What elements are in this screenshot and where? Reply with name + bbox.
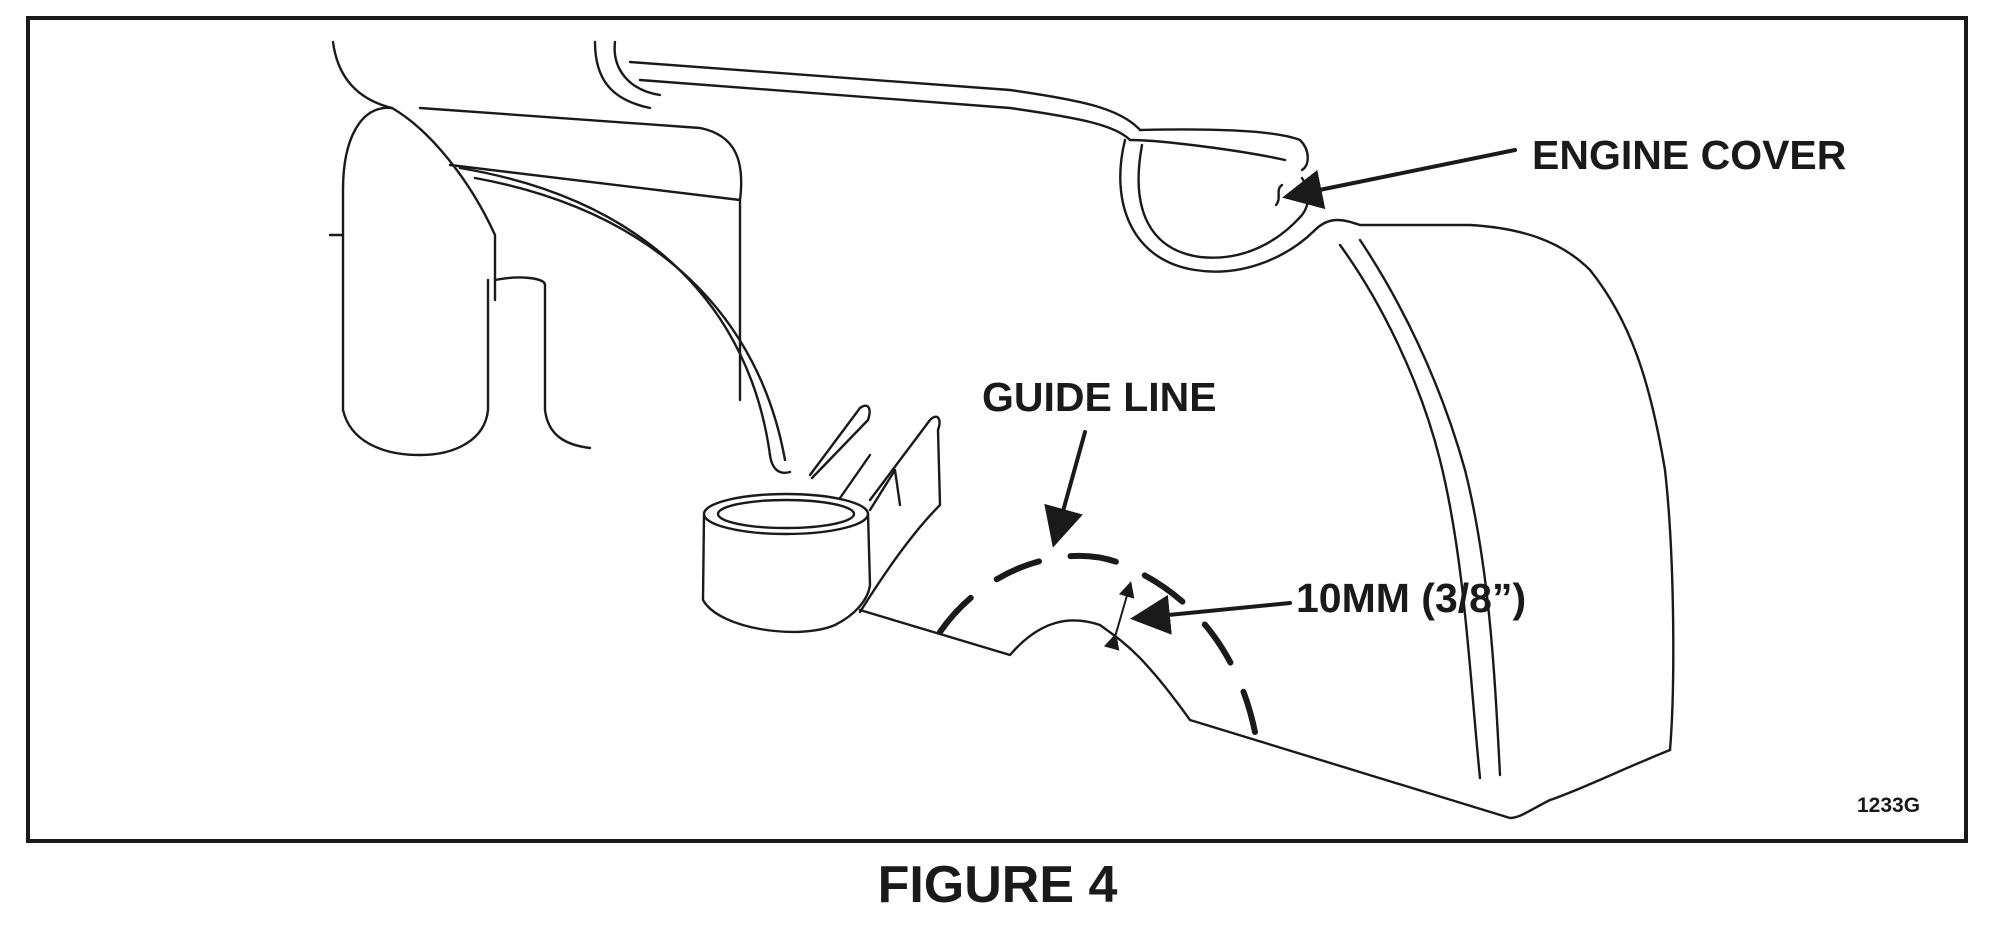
figure-frame xyxy=(26,16,1968,843)
left-post xyxy=(328,40,547,457)
engine-cover-label: ENGINE COVER xyxy=(1532,132,1847,178)
figure-id-label: 1233G xyxy=(1857,794,1921,817)
measurement-arrow xyxy=(1130,594,1292,635)
engine-cover-body xyxy=(858,138,1675,820)
engine-cover-notch xyxy=(1274,183,1284,207)
engine-cover-arrow xyxy=(1282,148,1517,210)
measurement-dimension-arrow xyxy=(1103,581,1135,651)
bracket-arm xyxy=(418,106,792,474)
upper-rail xyxy=(593,40,1309,172)
guide-line-arrow xyxy=(1044,430,1087,548)
guide-line-arc xyxy=(937,552,1258,735)
measurement-label: 10MM (3/8”) xyxy=(1296,575,1527,621)
guide-line-label: GUIDE LINE xyxy=(982,374,1217,420)
filler-cup xyxy=(701,404,942,634)
figure-caption: FIGURE 4 xyxy=(877,856,1118,914)
